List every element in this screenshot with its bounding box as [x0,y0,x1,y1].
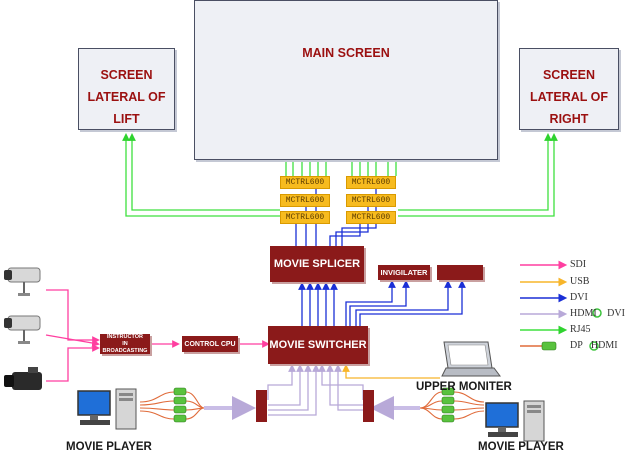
legend-sdi: SDI [570,259,587,270]
desktop-pc-icon [77,388,137,430]
patch-bar-left [256,390,267,422]
control-cpu: CONTROL CPU [182,336,238,352]
screen-left-line2: LATERAL OF LIFT [87,90,166,126]
main-screen-label: MAIN SCREEN [302,46,390,60]
instructor-in-broadcasting: INSTRUCTOR IN BROADCASTING [100,334,150,354]
cameras [4,267,42,390]
dvi-switcher-to-splicer [298,282,338,326]
dp-connectors [173,387,455,423]
legend-dp-hdmi: DP HDMI [570,340,618,351]
legend-dvi: DVI [570,292,588,303]
instructor-line2: IN BROADCASTING [102,340,148,354]
camera-icon [4,267,41,296]
controller-mctrl600: MCTRL600 [346,211,396,224]
patch-bar-right [363,390,374,422]
laptop-icon [441,341,501,377]
controller-mctrl600: MCTRL600 [280,211,330,224]
screen-right-line1: SCREEN [542,68,596,82]
legend-rj45: RJ45 [570,324,591,335]
legend-lines [520,260,568,351]
controller-mctrl600: MCTRL600 [346,194,396,207]
screen-left-line1: SCREEN [100,68,153,82]
screen-right: SCREEN LATERAL OF RIGHT [519,48,619,130]
usb-monitor-to-switcher [342,364,440,379]
movie-player-right-label: MOVIE PLAYER [478,441,564,453]
instructor-line1: INSTRUCTOR [107,333,143,340]
invigilater: INVIGILATER [378,265,430,280]
movie-switcher: MOVIE SWITCHER [268,326,368,364]
screen-left: SCREEN LATERAL OF LIFT [78,48,175,130]
rj45-to-side-screens [122,133,558,217]
screen-right-line2: LATERAL OF RIGHT [529,90,608,126]
camcorder-icon [4,367,42,390]
legend-cycle-icons [589,308,602,351]
controller-mctrl600: MCTRL600 [346,176,396,189]
legend-hdmi-dvi: HDMI DVI [570,308,625,319]
movie-player-left-label: MOVIE PLAYER [66,441,152,453]
dp-right-player [419,391,485,420]
legend-usb: USB [570,276,590,287]
controller-mctrl600: MCTRL600 [280,176,330,189]
desktop-pc-icon [485,400,545,442]
movie-splicer: MOVIE SPLICER [270,246,364,282]
upper-monitor-label: UPPER MONITER [416,381,512,393]
controller-mctrl600: MCTRL600 [280,194,330,207]
main-screen: MAIN SCREEN [194,0,498,160]
dp-left-player [139,391,205,420]
sdi-cameras-to-instructor [45,289,100,382]
hdmi-to-switcher [267,364,364,416]
camera-icon [4,315,41,344]
dvi-switcher-to-monitors [345,280,466,326]
monitor-output-box [437,265,483,280]
